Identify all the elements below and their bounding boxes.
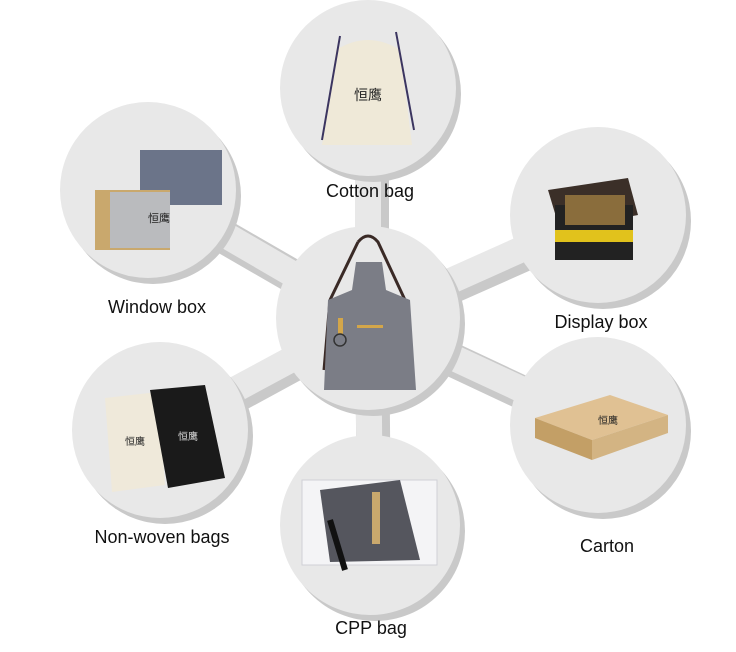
label-cotton-bag: Cotton bag <box>325 181 415 201</box>
non-woven-bag-icon: 恒鹰 恒鹰 <box>105 385 225 492</box>
label-display-box: Display box <box>554 312 648 332</box>
window-box-icon: 恒鹰 <box>95 150 222 250</box>
svg-text:恒鹰: 恒鹰 <box>354 87 382 103</box>
label-cpp-bag: CPP bag <box>335 618 407 638</box>
apron-icon <box>322 234 416 390</box>
cpp-bag-icon <box>301 479 438 571</box>
svg-text:恒鹰: 恒鹰 <box>148 211 170 225</box>
label-non-woven-bags: Non-woven bags <box>94 527 230 547</box>
svg-text:恒鹰: 恒鹰 <box>125 435 145 448</box>
cotton-bag-icon: 恒鹰 <box>321 31 415 145</box>
svg-text:恒鹰: 恒鹰 <box>598 414 618 427</box>
label-carton: Carton <box>579 536 635 556</box>
svg-text:恒鹰: 恒鹰 <box>178 430 198 443</box>
display-box-icon <box>548 178 638 260</box>
carton-icon: 恒鹰 <box>535 395 668 460</box>
label-window-box: Window box <box>107 297 207 317</box>
